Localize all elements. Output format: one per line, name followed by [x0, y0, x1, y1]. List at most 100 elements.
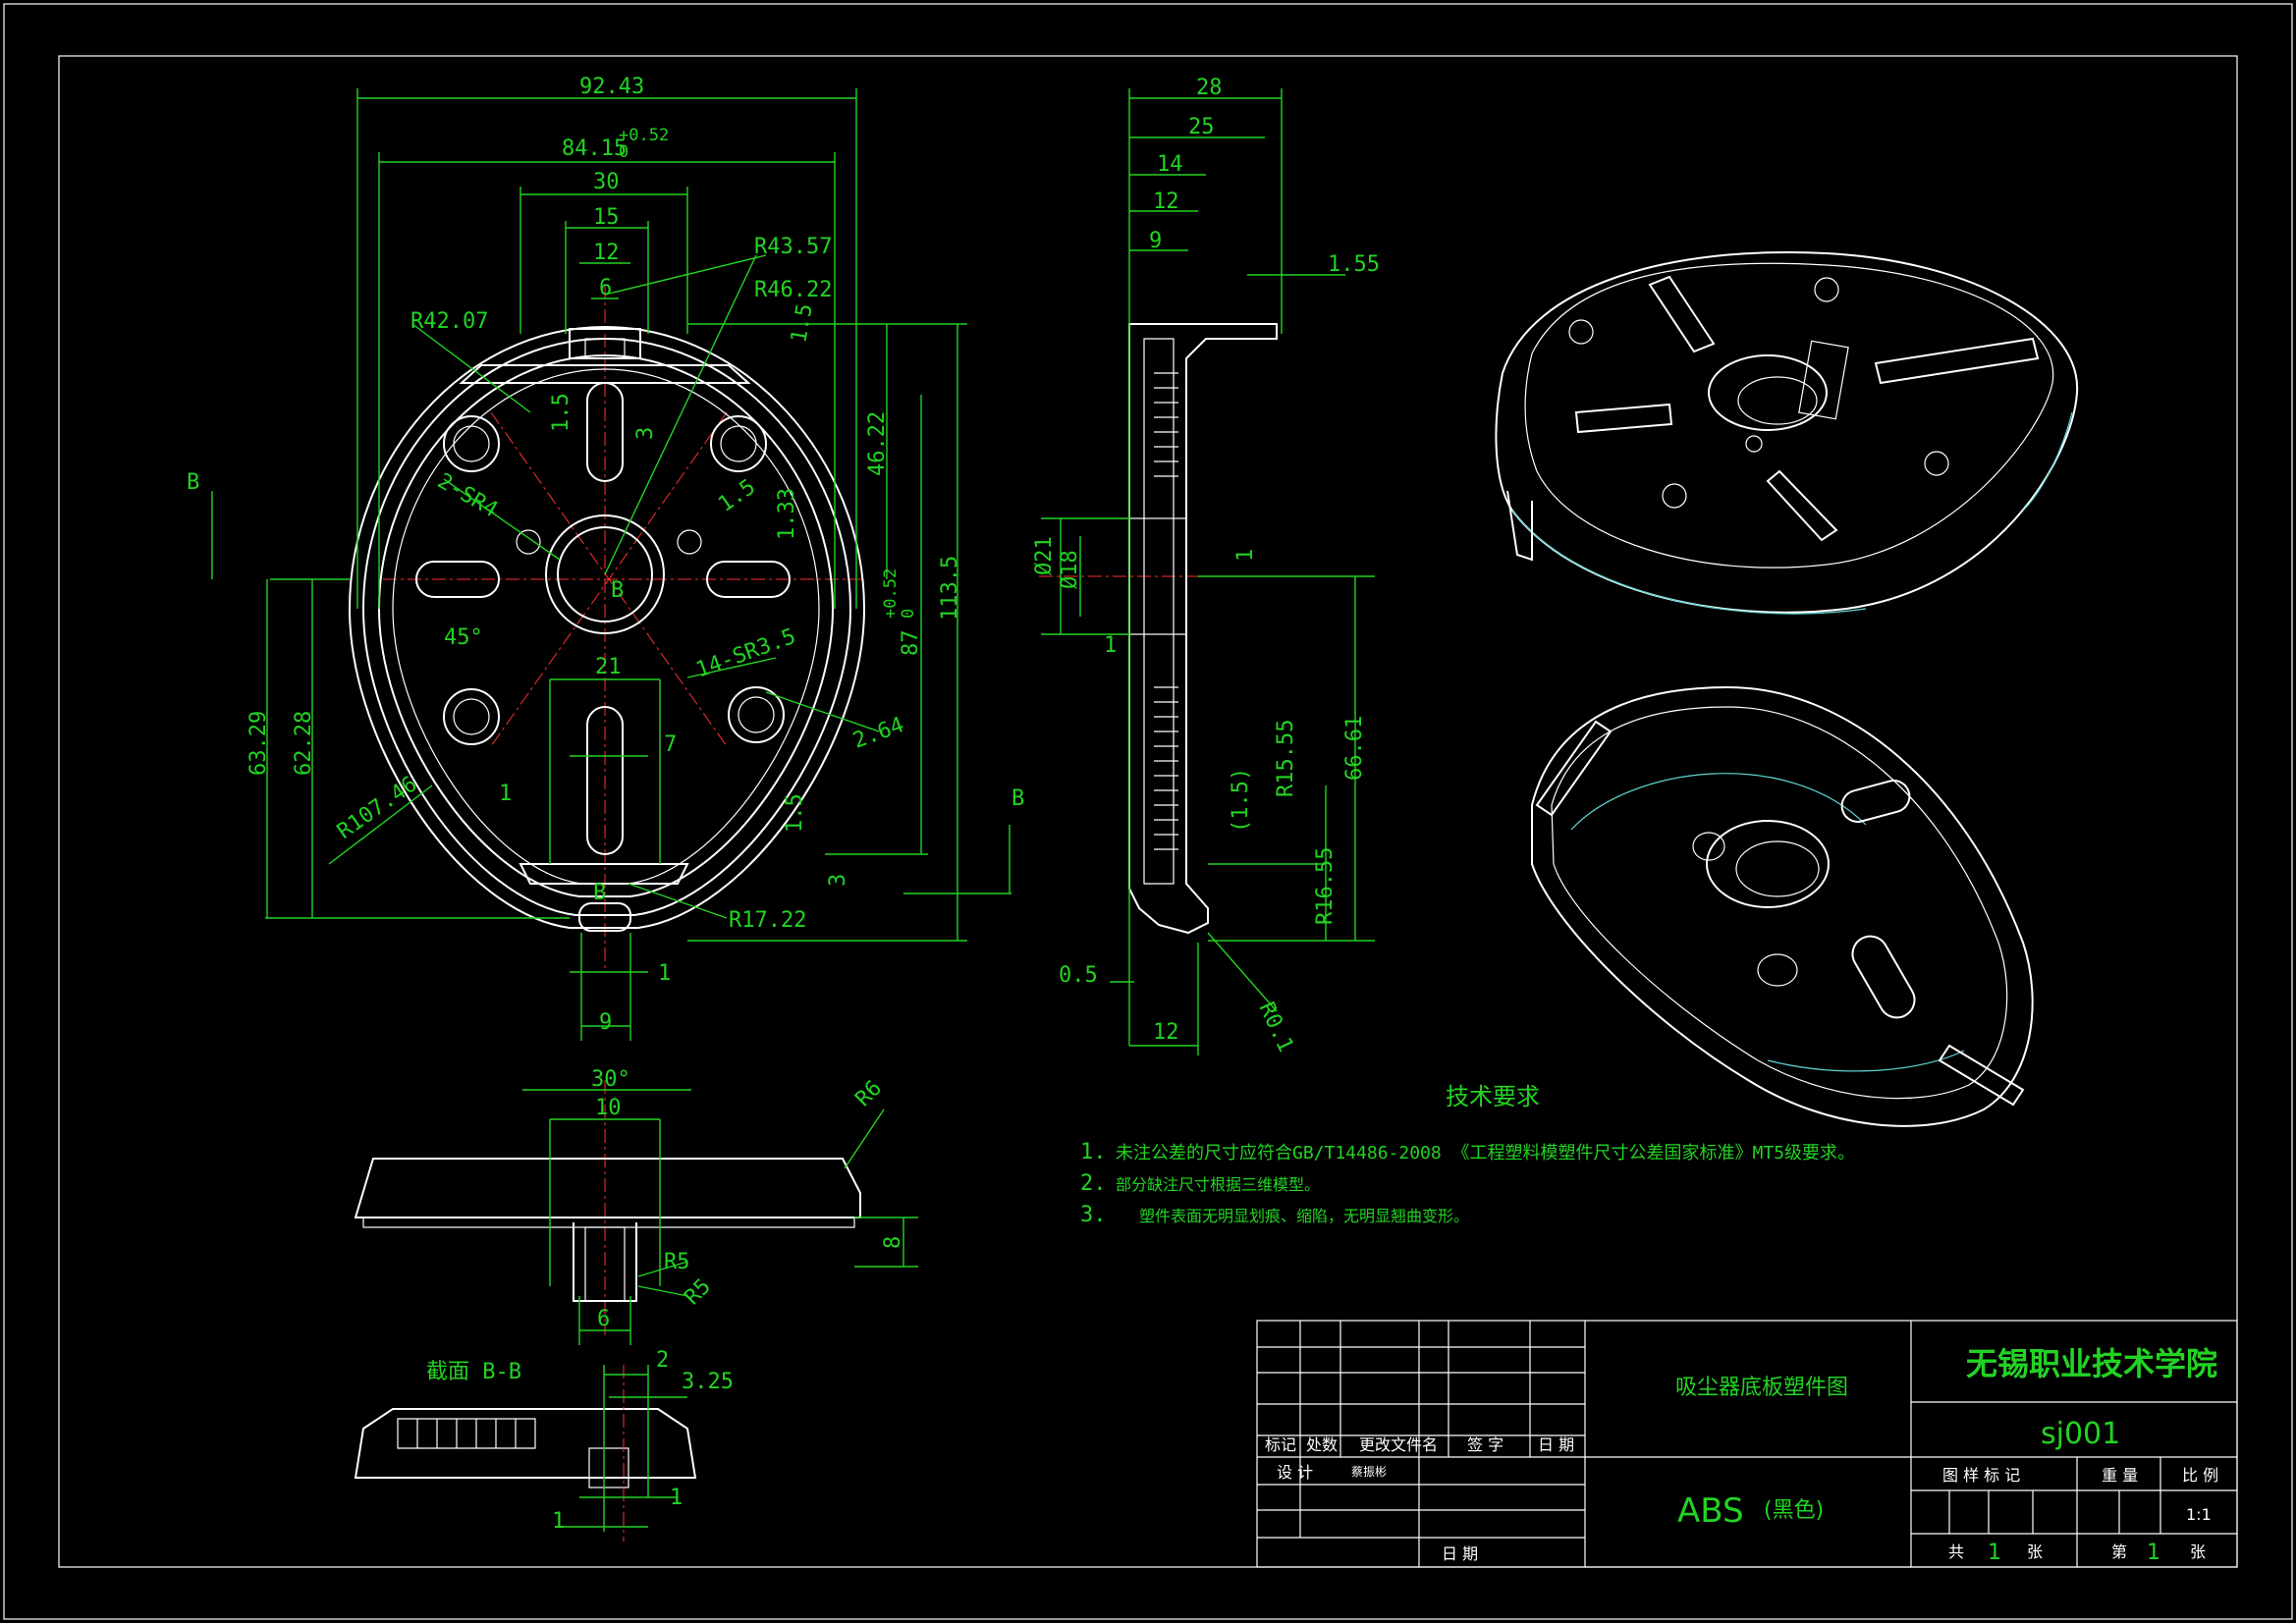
dim-label: 12 [593, 241, 620, 265]
dim-label: 3 [826, 874, 850, 887]
dim-label: 12 [1153, 1020, 1179, 1045]
dim-label: 25 [1188, 115, 1215, 139]
dim-label: 1 [670, 1486, 683, 1510]
prop-weight: 重 量 [2102, 1466, 2138, 1485]
dim-label: 63.29 [246, 711, 271, 776]
school-name: 无锡职业技术学院 [1966, 1345, 2217, 1382]
dim-label: 30 [593, 170, 620, 194]
dim-label: 66.61 [1342, 716, 1367, 781]
dim-label: 21 [595, 655, 622, 679]
total-unit: 张 [2027, 1542, 2043, 1561]
dim-label: 1 [1233, 549, 1258, 562]
dim-label: (1.5) [1229, 768, 1253, 833]
prop-pattern-mark: 图 样 标 记 [1942, 1466, 2020, 1485]
title-block [1256, 1320, 2238, 1568]
tech-req-num: 1. [1080, 1140, 1107, 1164]
page-number: 1 [2147, 1541, 2160, 1565]
tech-req-title: 技术要求 [1446, 1083, 1540, 1110]
dim-label: 92.43 [579, 75, 644, 99]
dim-label: 7 [664, 732, 677, 757]
drawing-name: 吸尘器底板塑件图 [1675, 1376, 1848, 1400]
section-mark: B [593, 881, 606, 905]
dim-label: R5 [681, 1274, 716, 1310]
side-dim-labels: 28 25 14 12 9 1.55 Ø21 Ø18 1 1 R15.55 (1… [1032, 76, 1380, 1056]
dim-label: 1 [658, 961, 671, 986]
dim-label: Ø18 [1058, 550, 1082, 589]
dim-label: 12 [1153, 189, 1179, 214]
header-signature: 签 字 [1467, 1435, 1503, 1454]
dim-label: 1 [1104, 633, 1117, 658]
dim-label: 9 [1149, 229, 1162, 253]
dim-label: R43.57 [754, 235, 832, 259]
section-view [354, 1365, 697, 1542]
drawing-code: sj001 [2041, 1417, 2120, 1451]
tech-req-text: 塑件表面无明显划痕、缩陷，无明显翘曲变形。 [1139, 1207, 1469, 1225]
dim-label: 87 [899, 630, 923, 657]
material-note: (黑色) [1764, 1498, 1824, 1523]
isometric-top [1495, 251, 2079, 615]
tech-req-text: 部分缺注尺寸根据三维模型。 [1116, 1175, 1320, 1194]
outer-frame [3, 3, 2293, 1620]
dim-label: 45° [444, 625, 483, 650]
dim-label: R15.55 [1274, 720, 1298, 797]
dim-label: 46.22 [865, 411, 890, 476]
section-mark: B [1011, 786, 1024, 811]
dim-label: 10 [595, 1096, 622, 1120]
dim-label: R5 [664, 1250, 690, 1274]
dim-label: R17.22 [729, 908, 806, 933]
dim-label: 30° [591, 1067, 630, 1092]
dim-label: R6 [851, 1076, 887, 1111]
dim-label: 15 [593, 205, 620, 230]
section-title: 截面 B-B [426, 1360, 521, 1384]
isometric-bottom [1531, 685, 2034, 1127]
dim-label: 28 [1196, 76, 1223, 100]
dim-label: 113.5 [938, 556, 962, 621]
scale-value: 1:1 [2186, 1505, 2212, 1524]
tech-req-num: 2. [1080, 1171, 1107, 1196]
inner-frame [58, 55, 2238, 1568]
dim-label: 8 [881, 1236, 905, 1249]
dim-label: +0.52 [619, 126, 669, 145]
dim-label: 0.5 [1059, 963, 1098, 988]
dim-label: 62.28 [292, 711, 316, 776]
dim-label: R16.55 [1313, 847, 1338, 925]
designer-name: 蔡振彬 [1351, 1465, 1387, 1479]
dim-label: 1 [552, 1509, 565, 1534]
dim-label: 14-SR3.5 [693, 624, 799, 683]
date-label: 日 期 [1442, 1544, 1478, 1563]
dim-label: R42.07 [410, 309, 488, 334]
dim-label: R107.46 [333, 772, 421, 844]
dim-label: 1.5 [714, 475, 760, 517]
dim-label: 1.55 [1328, 252, 1380, 277]
dim-label: 2 [656, 1348, 669, 1373]
dim-label: 0 [899, 609, 918, 619]
total-label: 共 [1948, 1542, 1964, 1561]
dim-label: 1.5 [549, 393, 574, 432]
dim-label: 6 [597, 1307, 610, 1331]
dim-label: 1.5 [783, 793, 807, 833]
side-view [1039, 88, 1375, 1055]
header-mark: 标记 [1265, 1435, 1296, 1454]
page-label: 第 [2111, 1542, 2127, 1561]
dim-label: 84.15 [562, 136, 627, 161]
tech-req-text: 未注公差的尺寸应符合GB/T14486-2008 《工程塑料模塑件尺寸公差国家标… [1116, 1143, 1855, 1163]
dim-label: R46.22 [754, 278, 832, 302]
dim-label: 6 [599, 276, 612, 300]
dim-label: 1.5 [787, 302, 818, 345]
page-unit: 张 [2190, 1542, 2206, 1561]
material: ABS [1677, 1491, 1744, 1531]
tech-req-num: 3. [1080, 1203, 1107, 1227]
section-mark: B [187, 470, 199, 495]
design-label: 设 计 [1277, 1463, 1313, 1482]
dim-label: 2.64 [850, 713, 907, 754]
dim-label: Ø21 [1032, 536, 1057, 575]
section-mark: B [611, 578, 624, 603]
bottom-dim-labels: 30° 10 R6 R5 R5 8 6 截面 B-B 2 3.25 1 1 [426, 1067, 905, 1534]
dim-label: 1.33 [775, 488, 799, 540]
dim-label: 9 [599, 1010, 612, 1035]
total-sheets: 1 [1988, 1541, 2001, 1565]
dim-label: 0 [619, 142, 629, 162]
dim-label: 2-SR4 [433, 469, 502, 523]
title-block-text: 吸尘器底板塑件图 无锡职业技术学院 sj001 ABS (黑色) 标记 处数 更… [1265, 1345, 2218, 1565]
